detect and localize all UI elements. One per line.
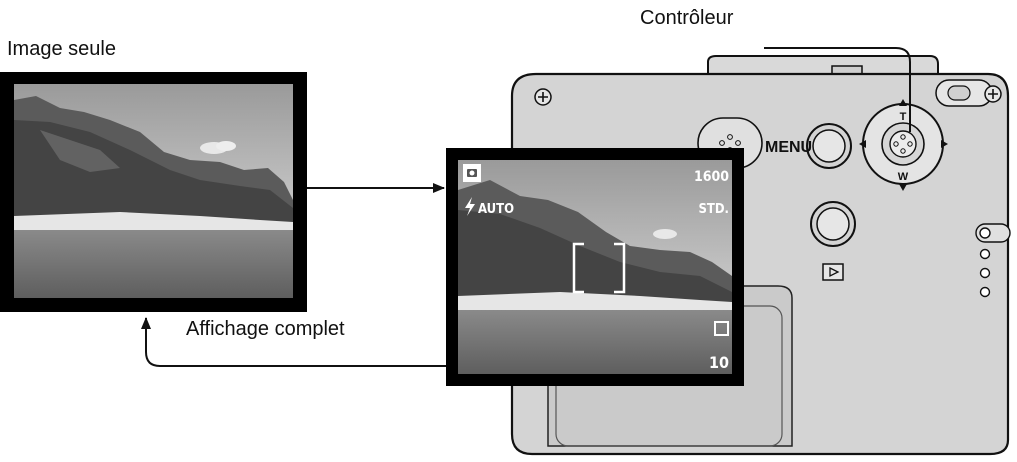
indicator-lamps [975,223,1011,298]
controller-right-arrow-icon [941,140,948,148]
focus-frame-right [614,242,626,294]
lightning-bolt-icon [465,197,475,216]
full-display-label: Affichage complet [186,318,345,340]
camera-icon [463,164,481,182]
playback-icon [822,263,844,281]
playback-button[interactable] [810,201,856,247]
controller-down-arrow-icon [899,184,907,191]
frame-count-value: 10 [709,353,729,372]
zoom-tele-label: T [900,111,907,123]
flash-mode-value: AUTO [478,202,514,217]
arrow-to-image-only [141,317,446,367]
zoom-wide-label: W [898,171,909,183]
single-frame-icon [714,321,729,336]
image-only-label: Image seule [7,38,116,60]
screw-top-left-icon [534,88,552,106]
quality-value: STD. [698,202,729,217]
full-display-screen [446,148,744,386]
focus-frame-left [572,242,584,294]
strap-eyelet-icon [935,79,1002,107]
menu-label: MENU [765,139,812,156]
resolution-value: 1600 [694,169,729,185]
controller-up-arrow-icon [899,99,907,106]
controller-left-arrow-icon [859,140,866,148]
controller-leader-line [764,47,911,132]
controller-label: Contrôleur [640,7,734,29]
image-only-screen [0,72,307,312]
menu-button[interactable] [806,123,852,169]
